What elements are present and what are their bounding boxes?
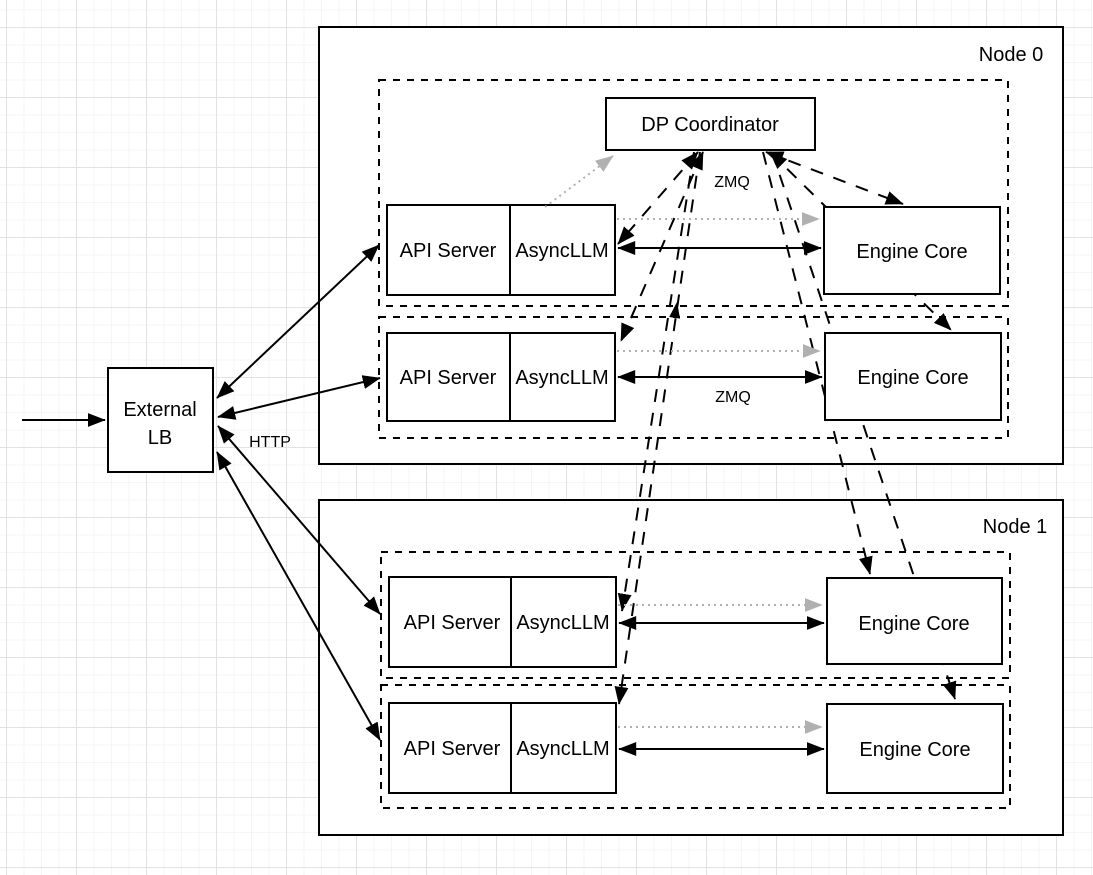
node1-row2-asyncllm-label: AsyncLLM xyxy=(516,738,609,760)
node1-row1-api-server-label: API Server xyxy=(404,612,501,634)
edge-gray-asyncllm-to-coordinator xyxy=(544,155,614,208)
node1-label: Node 1 xyxy=(983,516,1048,538)
zmq-row2-edge-label: ZMQ xyxy=(715,389,751,406)
node0-row1-group xyxy=(378,79,1009,307)
node1-row2-api-server-label: API Server xyxy=(404,738,501,760)
node0-label: Node 0 xyxy=(979,44,1044,66)
node0-row1-engine-core-label: Engine Core xyxy=(856,241,967,263)
node1-row2-engine-core-label: Engine Core xyxy=(859,739,970,761)
node1-row1-group xyxy=(380,551,1011,679)
node0-row1-api-server-label: API Server xyxy=(400,240,497,262)
edge-coordinator-node1-row2-asyncllm xyxy=(614,151,701,705)
node0-row1-asyncllm-label: AsyncLLM xyxy=(515,240,608,262)
node1-row1-engine-core-label: Engine Core xyxy=(858,613,969,635)
edge-coordinator-node0-row1-engine xyxy=(765,151,904,205)
node1-row2-group xyxy=(380,684,1011,809)
node1-row2-apiserver-asyncllm-box xyxy=(388,702,617,794)
external-lb-label-line1: External xyxy=(123,399,196,421)
node1-row2-engine-core-box xyxy=(826,703,1004,794)
node0-row2-api-server-label: API Server xyxy=(400,367,497,389)
node1-row1-apiserver-asyncllm-box xyxy=(388,576,617,668)
zmq-coordinator-edge-label: ZMQ xyxy=(714,174,750,191)
node1-row1-engine-core-box xyxy=(826,577,1003,665)
edge-lb-node0-row2-api xyxy=(217,375,381,420)
edge-coordinator-node1-row1-engine xyxy=(762,151,873,575)
node0-row1-apiserver-asyncllm-box xyxy=(386,204,616,296)
external-lb-label-line2: LB xyxy=(148,427,172,449)
node0-row2-engine-core-box xyxy=(824,332,1002,421)
node0-row2-asyncllm-label: AsyncLLM xyxy=(515,367,608,389)
edge-lb-node0-row1-api xyxy=(216,244,380,399)
http-edge-label: HTTP xyxy=(249,434,291,451)
edge-lb-node1-row2-api xyxy=(216,451,381,741)
node0-row2-apiserver-asyncllm-box xyxy=(386,332,616,422)
node0-row2-engine-core-label: Engine Core xyxy=(857,367,968,389)
external-lb-box xyxy=(107,367,214,473)
node0-row1-engine-core-box xyxy=(823,206,1001,295)
dp-coordinator-box xyxy=(605,97,816,151)
dp-coordinator-label: DP Coordinator xyxy=(641,114,779,136)
node1-row1-asyncllm-label: AsyncLLM xyxy=(516,612,609,634)
